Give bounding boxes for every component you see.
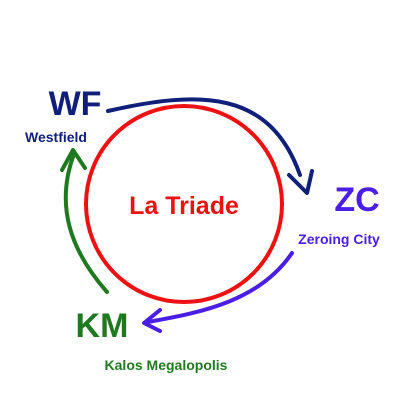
arrowhead-wf-to-zc bbox=[287, 169, 314, 195]
arrowhead-zc-to-km bbox=[142, 308, 162, 333]
node-zc-fullname: Zeroing City bbox=[298, 231, 380, 247]
arrow-wf-to-zc bbox=[106, 97, 302, 177]
node-zc-abbr: ZC bbox=[334, 181, 379, 219]
node-wf-abbr: WF bbox=[49, 85, 102, 123]
arrow-zc-to-km bbox=[146, 251, 294, 324]
node-wf-fullname: Westfield bbox=[25, 129, 87, 145]
node-km-abbr: KM bbox=[76, 307, 129, 345]
arrow-km-to-wf bbox=[63, 152, 109, 294]
center-circle bbox=[84, 104, 284, 304]
arrowhead-km-to-wf bbox=[60, 148, 87, 172]
center-label: La Triade bbox=[129, 192, 239, 220]
node-km-fullname: Kalos Megalopolis bbox=[105, 357, 228, 373]
